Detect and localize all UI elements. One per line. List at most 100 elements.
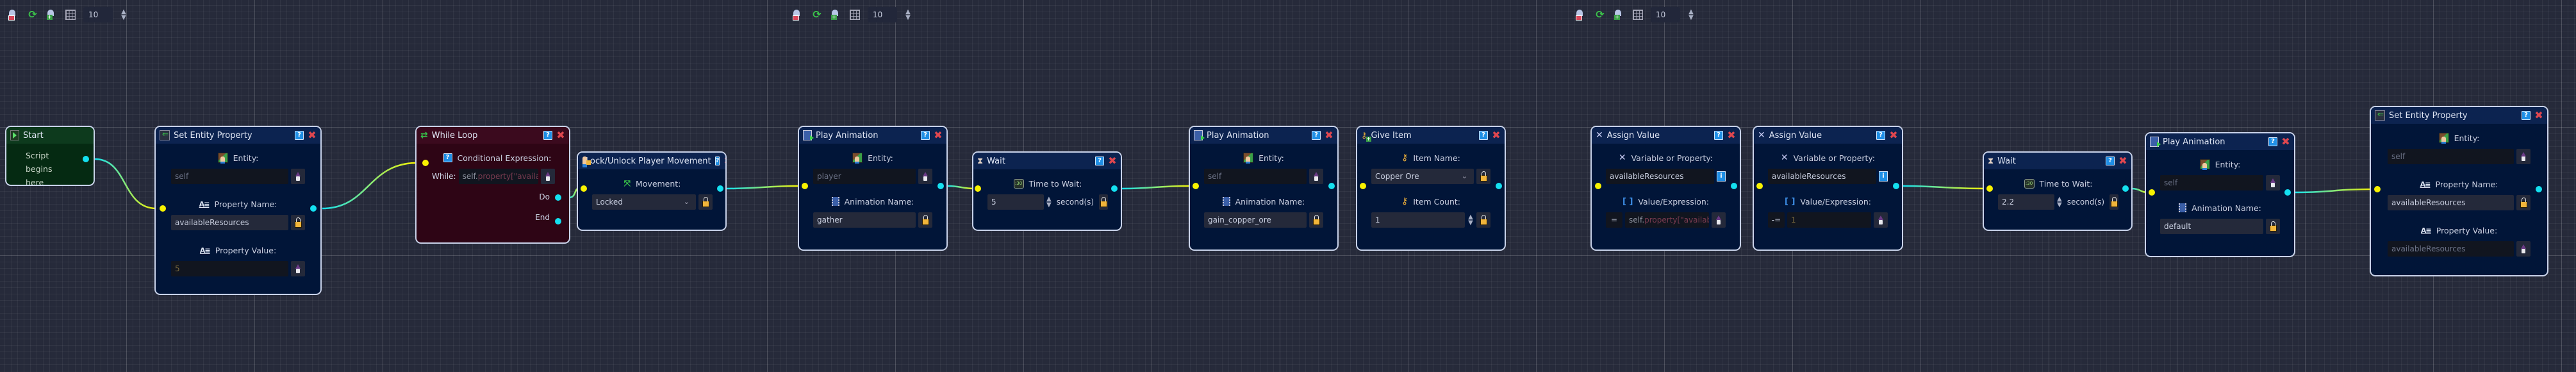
lock-button[interactable] <box>1476 169 1490 184</box>
node-header[interactable]: Play Animation ? ✖ <box>1190 127 1337 144</box>
output-port[interactable] <box>1893 183 1899 189</box>
property-name-input[interactable]: availableResources <box>2388 195 2514 210</box>
input-port[interactable] <box>2374 186 2381 192</box>
close-button[interactable]: ✖ <box>2281 135 2290 148</box>
node-header[interactable]: Start <box>6 127 94 144</box>
remove-node-icon[interactable] <box>792 9 804 21</box>
output-port[interactable] <box>937 183 944 189</box>
grid-snap-icon[interactable] <box>65 10 76 20</box>
lock-button[interactable] <box>2110 194 2118 210</box>
node-header[interactable]: ✕ Assign Value ? ✖ <box>1754 127 1902 144</box>
wizard-button[interactable] <box>1874 212 1888 228</box>
help-button[interactable]: ? <box>921 131 930 140</box>
node-header[interactable]: ⧗ Wait ? ✖ <box>973 153 1121 169</box>
animation-name-input[interactable]: gather <box>813 212 916 228</box>
snap-spinner-icon[interactable]: ▲▼ <box>1688 8 1694 21</box>
add-node-icon[interactable] <box>1614 9 1625 21</box>
wizard-button[interactable] <box>2516 149 2531 164</box>
close-button[interactable]: ✖ <box>1108 155 1117 167</box>
input-port[interactable] <box>1360 183 1366 189</box>
node-header[interactable]: ✕ Assign Value ? ✖ <box>1592 127 1740 144</box>
add-node-icon[interactable] <box>830 9 842 21</box>
node-assign-value[interactable]: ✕ Assign Value ? ✖ ✕Variable or Property… <box>1753 126 1903 251</box>
output-port[interactable] <box>2122 185 2129 192</box>
snap-spinner-icon[interactable]: ▲▼ <box>905 8 911 21</box>
close-button[interactable]: ✖ <box>1492 129 1501 141</box>
close-button[interactable]: ✖ <box>556 129 565 141</box>
snap-value-input[interactable]: 10 <box>1651 7 1680 22</box>
refresh-icon[interactable]: ⟳ <box>813 8 822 21</box>
output-port[interactable] <box>717 185 723 192</box>
input-port[interactable] <box>1595 183 1601 189</box>
lock-button[interactable] <box>2516 195 2531 210</box>
node-play-animation[interactable]: Play Animation ? ✖ Entity: self Animatio… <box>2145 132 2295 257</box>
help-button[interactable]: ? <box>1714 131 1723 140</box>
info-icon[interactable]: i <box>1879 171 1888 182</box>
help-button[interactable]: ? <box>2522 111 2531 120</box>
lock-button[interactable] <box>698 194 713 210</box>
wizard-button[interactable] <box>918 169 932 184</box>
input-port[interactable] <box>802 183 808 189</box>
close-button[interactable]: ✖ <box>723 156 725 166</box>
node-header[interactable]: Lock/Unlock Player Movement ? ✖ <box>578 153 725 169</box>
entity-input[interactable]: self <box>2388 149 2514 164</box>
variable-input[interactable]: availableResources <box>1768 169 1876 184</box>
wizard-button[interactable] <box>291 261 305 276</box>
help-button[interactable]: ? <box>1095 156 1104 165</box>
close-button[interactable]: ✖ <box>1727 129 1736 141</box>
close-button[interactable]: ✖ <box>308 129 317 141</box>
node-assign-value[interactable]: ✕ Assign Value ? ✖ ✕Variable or Property… <box>1590 126 1741 251</box>
output-port[interactable] <box>310 205 317 212</box>
help-button[interactable]: ? <box>295 131 304 140</box>
input-port[interactable] <box>581 185 587 192</box>
variable-input[interactable]: availableResources <box>1606 169 1714 184</box>
add-node-icon[interactable] <box>46 9 58 21</box>
lock-button[interactable] <box>2266 219 2280 234</box>
entity-input[interactable]: self <box>2160 175 2263 190</box>
help-button[interactable]: ? <box>1312 131 1321 140</box>
node-header[interactable]: Set Entity Property ? ✖ <box>156 127 320 144</box>
node-header[interactable]: Set Entity Property ? ✖ <box>2371 107 2547 124</box>
node-header[interactable]: ⇄ While Loop ? ✖ <box>417 127 569 144</box>
close-button[interactable]: ✖ <box>2118 155 2127 167</box>
input-port[interactable] <box>1986 185 1993 192</box>
time-input[interactable]: 2.2 <box>1998 194 2054 210</box>
remove-node-icon[interactable] <box>1575 9 1587 21</box>
node-lock-player-movement[interactable]: Lock/Unlock Player Movement ? ✖ ⤧Movemen… <box>577 151 727 231</box>
close-button[interactable]: ✖ <box>1325 129 1333 141</box>
condition-input[interactable]: self.property["availal <box>458 169 538 184</box>
help-icon[interactable]: ? <box>443 153 452 162</box>
value-input[interactable]: 1 <box>1787 212 1871 228</box>
node-give-item[interactable]: ⚷ Give Item ? ✖ ⚷Item Name: Copper Ore⌄ … <box>1356 126 1506 251</box>
help-button[interactable]: ? <box>543 131 552 140</box>
property-value-input[interactable]: 5 <box>171 261 288 276</box>
node-play-animation[interactable]: Play Animation ? ✖ Entity: self Animatio… <box>1189 126 1339 251</box>
lock-button[interactable] <box>918 212 932 228</box>
snap-value-input[interactable]: 10 <box>83 7 113 22</box>
node-start[interactable]: Start Script begins here <box>5 126 95 186</box>
wizard-button[interactable] <box>540 169 555 184</box>
time-spinner-icon[interactable]: ▲▼ <box>1046 196 1052 208</box>
entity-input[interactable]: self <box>1204 169 1307 184</box>
output-port[interactable] <box>83 156 89 162</box>
output-port[interactable] <box>2284 189 2291 196</box>
count-spinner-icon[interactable]: ▲▼ <box>1468 214 1473 226</box>
node-header[interactable]: ⧗ Wait ? ✖ <box>1984 153 2131 169</box>
output-port[interactable] <box>1328 183 1335 189</box>
lock-button[interactable] <box>1099 194 1108 210</box>
lock-button[interactable] <box>1476 212 1490 228</box>
item-count-input[interactable]: 1 <box>1371 212 1465 228</box>
input-port[interactable] <box>422 160 429 166</box>
help-button[interactable]: ? <box>714 156 720 165</box>
close-button[interactable]: ✖ <box>934 129 943 141</box>
operator-select[interactable]: = <box>1606 212 1622 228</box>
input-port[interactable] <box>975 185 981 192</box>
node-header[interactable]: Play Animation ? ✖ <box>2146 133 2294 150</box>
end-output-port[interactable] <box>555 218 561 224</box>
help-button[interactable]: ? <box>1876 131 1885 140</box>
close-button[interactable]: ✖ <box>2534 109 2543 121</box>
wizard-button[interactable] <box>2266 175 2280 190</box>
do-output-port[interactable] <box>555 194 561 201</box>
